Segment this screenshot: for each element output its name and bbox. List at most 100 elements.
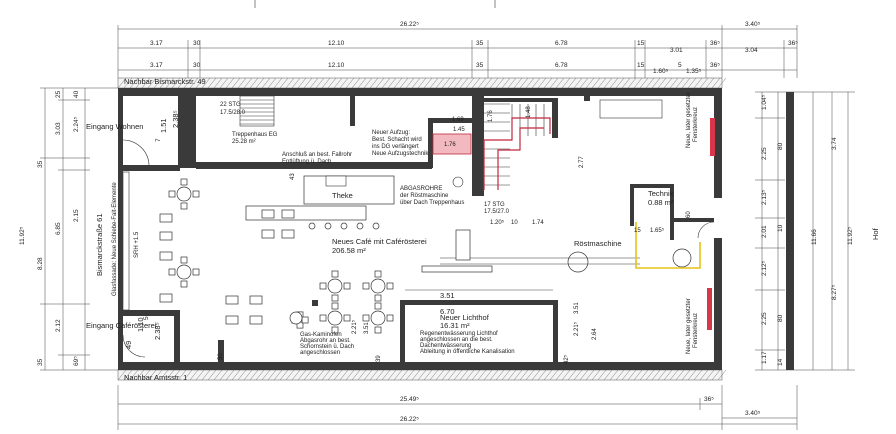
dim-i-9: 6.70 bbox=[440, 307, 455, 316]
dim-i-4: 1.48 bbox=[526, 106, 532, 118]
dim-r1-9: 36⁵ bbox=[788, 40, 798, 47]
glass-facade bbox=[122, 171, 130, 311]
door-living bbox=[122, 139, 150, 167]
tech-area: 0.88 m² bbox=[648, 198, 674, 207]
dim-r-2: 80 bbox=[777, 142, 784, 150]
dim-i-2: 1.45 bbox=[453, 127, 465, 133]
dim-l-5: 2.38⁵ bbox=[171, 110, 180, 128]
dim-i-11: 3.51 bbox=[364, 322, 370, 334]
street-note: Glasfassade: Neue Schiebe-Falt-Elemente bbox=[112, 182, 118, 296]
dim-r2-4: 6.78 bbox=[555, 62, 568, 69]
square-table bbox=[225, 315, 239, 325]
dim-i-3: 1.76 bbox=[488, 110, 494, 122]
square-table bbox=[159, 293, 173, 303]
stairwell-label: Treppenhaus EG bbox=[232, 132, 278, 138]
square-table bbox=[261, 209, 275, 219]
table-group bbox=[362, 302, 394, 334]
dim-r1-7: 36⁵ bbox=[710, 40, 720, 47]
stairs-right-count: 17 STG bbox=[484, 202, 505, 208]
dim-i-0: 43 bbox=[290, 173, 296, 180]
stairs-left-count: 22 STG bbox=[220, 102, 241, 108]
window-note-upper-2: Fensterkreuz bbox=[693, 107, 699, 142]
stool bbox=[372, 222, 380, 230]
elevator-dim: 1.76 bbox=[444, 142, 456, 148]
dim-r2-3: 35 bbox=[476, 62, 484, 69]
dim-l-7: 35 bbox=[37, 160, 44, 168]
dim-r-8: 2.25 bbox=[761, 312, 768, 325]
dim-r-10: 1.17 bbox=[761, 351, 768, 364]
square-table bbox=[261, 229, 275, 239]
window-note-lower-2: Fensterkreuz bbox=[693, 313, 699, 348]
square-table bbox=[281, 229, 295, 239]
dim-r-7: 2.12⁵ bbox=[761, 260, 768, 276]
fireplace-note-2: Abgasrohr an best. bbox=[300, 338, 351, 344]
dim-r1-3: 35 bbox=[476, 40, 484, 47]
square-table bbox=[249, 295, 263, 305]
tech-label: Technik bbox=[648, 189, 674, 198]
dim-r1-1: 30 bbox=[193, 40, 201, 47]
dim-l-10: 8.28 bbox=[37, 257, 44, 270]
dim-bottom-overall: 26.22⁵ bbox=[400, 416, 419, 423]
dim-i-6: 1.20⁵ bbox=[490, 219, 505, 226]
square-table bbox=[249, 315, 263, 325]
elevator-shaft bbox=[432, 133, 472, 155]
square-table bbox=[159, 213, 173, 223]
dim-r1-8: 3.04 bbox=[745, 47, 758, 54]
door-cafe bbox=[122, 334, 146, 358]
dim-r2-1: 30 bbox=[193, 62, 201, 69]
interior-walls bbox=[118, 96, 714, 362]
dim-i-16: 39 bbox=[376, 355, 382, 362]
dim-i-21: 60 bbox=[686, 211, 692, 218]
dim-overall-top: 26.22⁵ bbox=[400, 21, 419, 28]
dim-r-1: 2.25 bbox=[761, 147, 768, 160]
dim-bottom-left: 25.49⁵ bbox=[400, 396, 419, 403]
exhaust-pipe bbox=[452, 176, 464, 188]
yard-label: Hof bbox=[871, 227, 880, 240]
dimension-chain-right: 1.04⁵ 2.25 80 3.74 2.13⁵ 2.01 10 2.12⁵ 2… bbox=[755, 91, 880, 371]
window-note-lower-1: Neue, later gesetzter bbox=[686, 298, 692, 354]
dim-bottom-right: 3.40⁵ bbox=[745, 410, 761, 417]
elevator-note-4: Neue Aufzugstechnik bbox=[372, 151, 429, 157]
dim-l-9: 2.15 bbox=[73, 209, 80, 222]
table-group bbox=[319, 270, 351, 302]
dim-r2-9: 36⁵ bbox=[710, 62, 720, 69]
dim-l-12: 2.12 bbox=[55, 319, 62, 332]
dim-i-7: 10 bbox=[511, 220, 518, 226]
stool bbox=[308, 222, 316, 230]
dim-r-9: 80 bbox=[777, 314, 784, 322]
fireplace-note-3: Schornstein ü. Dach bbox=[300, 344, 354, 350]
rain-note-3: Dachentwässerung bbox=[420, 343, 471, 349]
street-tag: SRH +1.5 bbox=[134, 231, 140, 258]
exhaust-note-3: über Dach Treppenhaus bbox=[400, 200, 464, 206]
dim-r2-2: 12.10 bbox=[328, 62, 345, 69]
elevator-note-3: ins DG verlängert bbox=[372, 144, 419, 150]
street-label: Bismarckstraße 61 bbox=[95, 213, 104, 276]
dim-r1-0: 3.17 bbox=[150, 40, 163, 47]
neighbor-bottom-label: Nachbar Amtsstr. 1 bbox=[124, 373, 187, 382]
window-mark-lower bbox=[707, 288, 712, 330]
square-table bbox=[281, 209, 295, 219]
dim-bottom-mid: 36⁵ bbox=[704, 396, 714, 403]
seating bbox=[159, 178, 394, 334]
dim-l-15: 5 bbox=[143, 316, 150, 320]
dim-r1-5: 15 bbox=[637, 40, 645, 47]
rain-note-4: Ableitung in öffentliche Kanalisation bbox=[420, 349, 515, 355]
stairs-right bbox=[483, 103, 551, 190]
dim-r2-7: 5 bbox=[678, 62, 682, 69]
dim-l-2: 2.24⁵ bbox=[73, 116, 80, 132]
dim-i-1: 1.69 bbox=[452, 117, 464, 123]
stool bbox=[340, 222, 348, 230]
dim-r2-0: 3.17 bbox=[150, 62, 163, 69]
dim-l-0: 25 bbox=[55, 90, 62, 98]
dim-l-17: 35 bbox=[37, 358, 44, 366]
entrance-cafe-1: Eingang Caférösterei bbox=[86, 321, 157, 330]
dim-r1-6: 3.01 bbox=[670, 47, 683, 54]
dim-i-12: 2.21⁵ bbox=[573, 321, 580, 336]
dim-i-5: 2.77 bbox=[579, 156, 585, 168]
table-group bbox=[168, 178, 200, 210]
dim-l-4: 1.51 bbox=[159, 118, 168, 133]
dim-r-5: 2.01 bbox=[761, 225, 768, 238]
dim-l-13: 1.10 bbox=[136, 317, 145, 332]
dimension-chain-top: 26.22⁵ 3.40⁵ 3.17 30 12.10 35 6.78 15 3.… bbox=[117, 21, 798, 78]
